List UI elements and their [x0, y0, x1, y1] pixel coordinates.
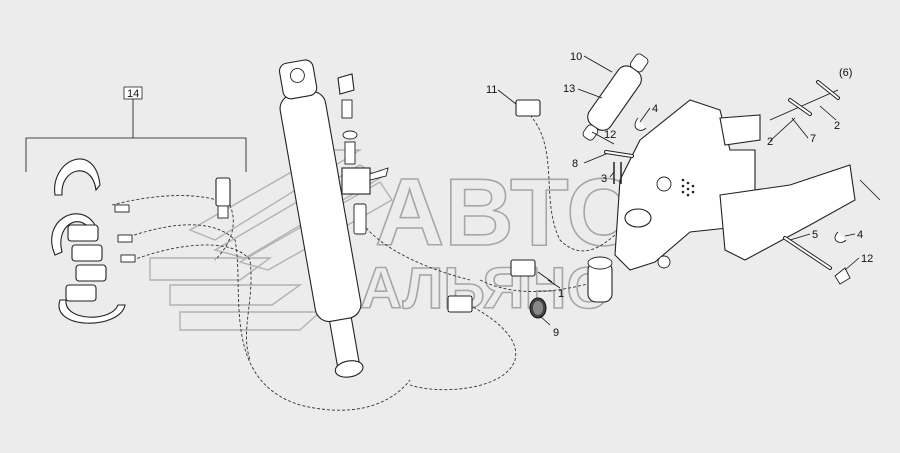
- pins: [604, 80, 851, 285]
- small-cylinder: [582, 53, 649, 141]
- hydraulic-cylinder: [278, 59, 364, 378]
- callout-labels: 14 10 13 11 4 12 8 3 (6) 2 7 2 5 4 12 1 …: [127, 51, 873, 339]
- clamp-blocks: [447, 99, 553, 313]
- callout-2-right: 2: [834, 120, 840, 132]
- callout-6: (6): [839, 67, 852, 79]
- filter-item-9: [529, 297, 547, 319]
- watermark-logo: АВТО АЛЬЯНС: [149, 149, 642, 331]
- callout-4-top: 4: [652, 103, 658, 115]
- watermark-line2: АЛЬЯНС: [360, 256, 608, 321]
- callout-10: 10: [570, 51, 582, 63]
- loader-frame: [587, 89, 881, 303]
- callout-13: 13: [563, 83, 575, 95]
- callout-1: 1: [558, 288, 564, 300]
- group-14-bracket: [25, 86, 247, 172]
- callout-4-bottom: 4: [857, 229, 863, 241]
- callout-5: 5: [812, 229, 818, 241]
- callout-9: 9: [553, 327, 559, 339]
- hose-lines: [111, 114, 621, 411]
- leader-lines: [497, 55, 860, 326]
- valve-fittings: [337, 73, 389, 235]
- callout-7: 7: [810, 133, 816, 145]
- callout-8: 8: [572, 158, 578, 170]
- callout-12-top: 12: [604, 129, 616, 141]
- quick-couplers: [51, 158, 231, 324]
- callout-12-bottom: 12: [861, 253, 873, 265]
- watermark-line1: АВТО: [375, 159, 641, 266]
- callout-11: 11: [486, 84, 497, 96]
- callout-3: 3: [601, 173, 607, 185]
- callout-14: 14: [127, 88, 139, 100]
- callout-2-left: 2: [767, 136, 773, 148]
